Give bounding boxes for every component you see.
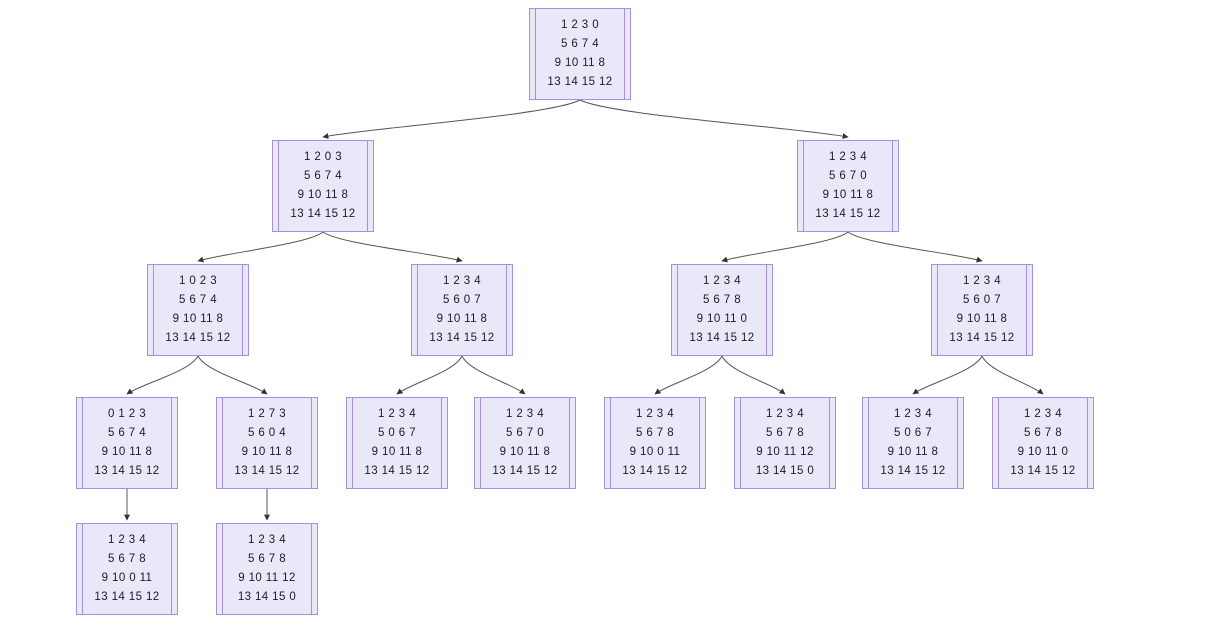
tree-node-row: 1 2 3 4 (703, 275, 741, 287)
tree-node-row: 0 1 2 3 (108, 408, 146, 420)
tree-node-row: 1 2 3 4 (378, 408, 416, 420)
tree-node-row: 13 14 15 12 (234, 465, 300, 477)
tree-node-row: 13 14 15 12 (165, 332, 231, 344)
tree-node-row: 5 6 0 7 (963, 294, 1001, 306)
tree-node-row: 5 6 7 4 (304, 170, 342, 182)
tree-node-row: 9 10 0 11 (629, 446, 681, 458)
tree-node-row: 5 6 7 8 (1024, 427, 1062, 439)
tree-node-row: 5 6 7 4 (561, 38, 599, 50)
tree-node: 1 2 3 4 5 6 7 8 9 10 11 0 13 14 15 12 (671, 264, 773, 356)
tree-node: 1 2 3 4 5 6 7 8 9 10 0 11 13 14 15 12 (76, 523, 178, 615)
tree-node-row: 13 14 15 12 (622, 465, 688, 477)
tree-node-row: 1 2 3 4 (506, 408, 544, 420)
tree-node-row: 5 6 7 0 (829, 170, 867, 182)
tree-edge (396, 355, 463, 395)
tree-node-row: 1 2 0 3 (304, 151, 342, 163)
tree-node-row: 9 10 11 8 (822, 189, 874, 201)
tree-node-row: 9 10 11 8 (956, 313, 1008, 325)
tree-edge (322, 99, 581, 139)
tree-node-row: 1 2 3 4 (108, 534, 146, 546)
tree-node-row: 13 14 15 12 (290, 208, 356, 220)
tree-node-row: 13 14 15 12 (94, 591, 160, 603)
tree-edge (579, 99, 849, 140)
tree-node: 1 2 3 4 5 0 6 7 9 10 11 8 13 14 15 12 (346, 397, 448, 489)
tree-edge (981, 355, 1044, 395)
tree-node: 1 2 3 4 5 6 7 0 9 10 11 8 13 14 15 12 (474, 397, 576, 489)
tree-node-row: 5 6 7 4 (179, 294, 217, 306)
tree-node-row: 13 14 15 12 (880, 465, 946, 477)
tree-node-row: 13 14 15 12 (1010, 465, 1076, 477)
tree-edge (197, 231, 324, 263)
tree-node-row: 13 14 15 12 (949, 332, 1015, 344)
tree-node: 1 2 3 4 5 0 6 7 9 10 11 8 13 14 15 12 (862, 397, 964, 489)
tree-node-row: 5 6 7 0 (506, 427, 544, 439)
tree-node-row: 9 10 0 11 (101, 572, 153, 584)
tree-node: 1 2 3 4 5 6 0 7 9 10 11 8 13 14 15 12 (411, 264, 513, 356)
tree-node: 1 2 3 4 5 6 7 0 9 10 11 8 13 14 15 12 (797, 140, 899, 232)
tree-node: 1 2 3 4 5 6 7 8 9 10 11 12 13 14 15 0 (216, 523, 318, 615)
tree-edge (654, 355, 723, 395)
tree-node-row: 5 6 7 8 (108, 553, 146, 565)
tree-node-row: 13 14 15 12 (492, 465, 558, 477)
tree-edge (461, 355, 526, 395)
tree-node-row: 1 2 7 3 (248, 408, 286, 420)
tree-node-row: 1 2 3 4 (829, 151, 867, 163)
tree-node-row: 1 2 3 4 (1024, 408, 1062, 420)
tree-node: 1 2 3 0 5 6 7 4 9 10 11 8 13 14 15 12 (529, 8, 631, 100)
tree-node-row: 13 14 15 12 (547, 76, 613, 88)
tree-edge (847, 231, 983, 263)
tree-node-row: 13 14 15 12 (429, 332, 495, 344)
tree-node-row: 9 10 11 8 (554, 57, 606, 69)
tree-node-row: 13 14 15 0 (755, 465, 815, 477)
tree-node-row: 1 2 3 4 (443, 275, 481, 287)
tree-node: 1 2 7 3 5 6 0 4 9 10 11 8 13 14 15 12 (216, 397, 318, 489)
tree-edge (322, 231, 463, 263)
tree-node-row: 5 6 0 7 (443, 294, 481, 306)
tree-node-row: 5 6 7 8 (248, 553, 286, 565)
tree-node-row: 9 10 11 12 (238, 572, 296, 584)
tree-node-row: 9 10 11 8 (371, 446, 423, 458)
tree-node-row: 9 10 11 0 (696, 313, 748, 325)
tree-node-row: 9 10 11 8 (436, 313, 488, 325)
tree-edge (126, 355, 199, 395)
tree-node-row: 1 0 2 3 (179, 275, 217, 287)
tree-node-row: 5 6 7 8 (766, 427, 804, 439)
tree-edge (721, 355, 786, 395)
tree-node-row: 9 10 11 8 (297, 189, 349, 201)
tree-node-row: 5 6 7 8 (636, 427, 674, 439)
tree-node-row: 5 0 6 7 (378, 427, 416, 439)
tree-node: 1 2 3 4 5 6 7 8 9 10 11 0 13 14 15 12 (992, 397, 1094, 489)
tree-node: 0 1 2 3 5 6 7 4 9 10 11 8 13 14 15 12 (76, 397, 178, 489)
tree-node-row: 13 14 15 12 (815, 208, 881, 220)
tree-node: 1 2 3 4 5 6 0 7 9 10 11 8 13 14 15 12 (931, 264, 1033, 356)
tree-node-row: 13 14 15 12 (364, 465, 430, 477)
tree-edge (912, 355, 983, 395)
tree-node: 1 2 3 4 5 6 7 8 9 10 11 12 13 14 15 0 (734, 397, 836, 489)
tree-node-row: 9 10 11 8 (499, 446, 551, 458)
tree-edge (721, 231, 849, 263)
tree-node-row: 9 10 11 12 (756, 446, 814, 458)
tree-node: 1 2 0 3 5 6 7 4 9 10 11 8 13 14 15 12 (272, 140, 374, 232)
tree-node-row: 5 6 0 4 (248, 427, 286, 439)
tree-node-row: 1 2 3 0 (561, 19, 599, 31)
tree-node-row: 1 2 3 4 (766, 408, 804, 420)
tree-node-row: 13 14 15 12 (689, 332, 755, 344)
tree-node-row: 1 2 3 4 (248, 534, 286, 546)
tree-node-row: 1 2 3 4 (963, 275, 1001, 287)
tree-node-row: 1 2 3 4 (894, 408, 932, 420)
tree-node: 1 2 3 4 5 6 7 8 9 10 0 11 13 14 15 12 (604, 397, 706, 489)
tree-node-row: 9 10 11 8 (887, 446, 939, 458)
tree-node-row: 5 0 6 7 (894, 427, 932, 439)
tree-edge (197, 355, 268, 395)
tree-node-row: 13 14 15 12 (94, 465, 160, 477)
tree-node-row: 1 2 3 4 (636, 408, 674, 420)
tree-node-row: 9 10 11 0 (1017, 446, 1069, 458)
tree-node-row: 9 10 11 8 (101, 446, 153, 458)
tree-node-row: 9 10 11 8 (241, 446, 293, 458)
tree-node-row: 9 10 11 8 (172, 313, 224, 325)
tree-node-row: 5 6 7 4 (108, 427, 146, 439)
tree-node-row: 13 14 15 0 (237, 591, 297, 603)
tree-node: 1 0 2 3 5 6 7 4 9 10 11 8 13 14 15 12 (147, 264, 249, 356)
tree-node-row: 5 6 7 8 (703, 294, 741, 306)
